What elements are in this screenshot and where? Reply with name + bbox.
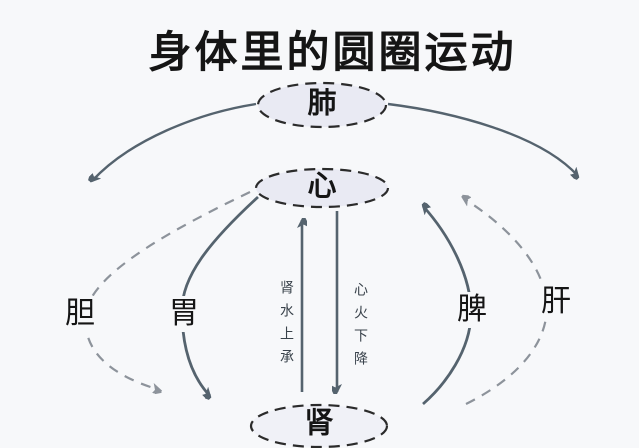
liver-label: 肝: [539, 284, 573, 320]
gallbladder-dashed-curve: [84, 191, 251, 390]
lung-node-label: 肺: [307, 87, 337, 120]
heart-node-ellipse: [254, 167, 390, 209]
lung-to-right-arrow: [387, 102, 578, 176]
heart-fire-descends-label: 心火下降: [352, 282, 367, 374]
page-title: 身体里的圆圈运动: [148, 30, 517, 77]
stomach-label: 胃: [167, 296, 201, 332]
kidney-node-label: 肾: [304, 407, 334, 440]
kidney-water-rises-label: 肾水上承: [278, 280, 293, 372]
spleen-label: 脾: [455, 292, 489, 328]
liver-dashed-curve: [463, 198, 548, 405]
gallbladder-label: 胆: [63, 296, 97, 332]
lung-to-left-arrow: [92, 102, 257, 181]
kidney-node-ellipse: [249, 403, 389, 448]
lung-node-ellipse: [256, 81, 388, 129]
heart-node-label: 心: [307, 170, 337, 203]
